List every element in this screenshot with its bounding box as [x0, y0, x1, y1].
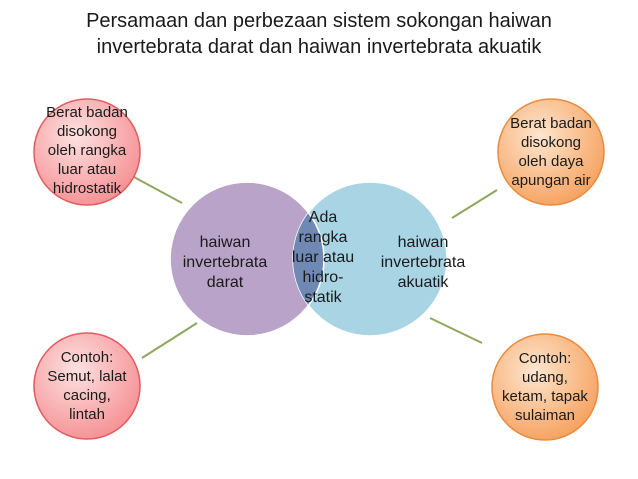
bubble-top-left-text: Berat badan disokong oleh rangka luar at… — [46, 104, 128, 197]
overlap-label: Ada rangka luar atau hidro- statik — [291, 209, 355, 306]
aquatic-invertebrate-label: haiwan invertebrata akuatik — [380, 234, 466, 291]
connector-line-top-right — [451, 189, 498, 219]
bubble-top-right-text: Berat badan disokong oleh daya apungan a… — [510, 115, 592, 189]
connector-line-bottom-right — [429, 317, 483, 344]
bubble-bottom-left-text: Contoh: Semut, lalat cacing, lintah — [47, 349, 127, 423]
bubble-top-right — [497, 98, 605, 206]
bubble-bottom-right-text: Contoh: udang, ketam, tapak sulaiman — [502, 350, 588, 424]
diagram-title: Persamaan dan perbezaan sistem sokongan … — [86, 10, 552, 58]
bubble-bottom-right — [491, 333, 599, 441]
land-invertebrate-label: haiwan invertebrata darat — [182, 234, 268, 291]
bubble-bottom-left — [33, 332, 141, 440]
land-circle-outline — [169, 181, 325, 337]
connector-line-bottom-left — [141, 322, 198, 359]
bubble-top-left — [33, 98, 141, 206]
connector-line-top-left — [131, 175, 183, 204]
